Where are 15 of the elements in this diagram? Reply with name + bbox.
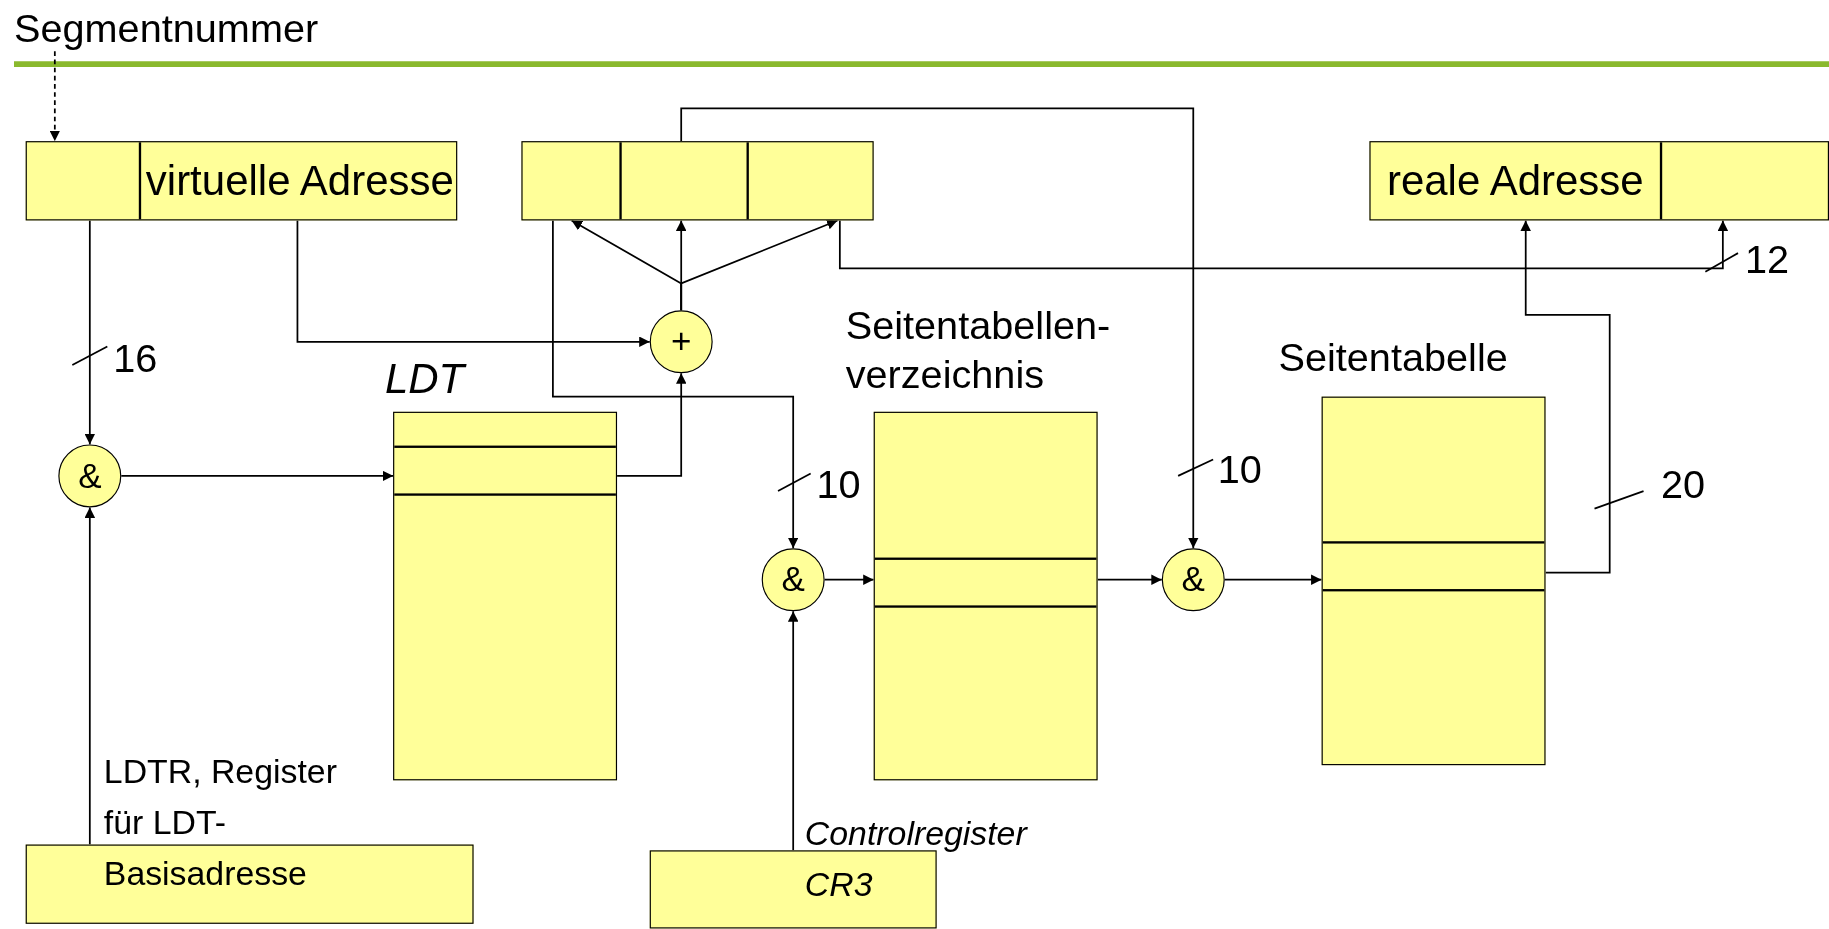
- register-box: [25, 141, 458, 221]
- register-label: reale Adresse: [1386, 155, 1644, 207]
- register-label: Controlregister CR3: [804, 813, 1029, 905]
- register-box: [1369, 141, 1829, 221]
- register-label: LDTR, Register für LDT- Basisadresse: [103, 751, 338, 895]
- table-heading: Seitentabellen- verzeichnis: [845, 302, 1112, 399]
- and-gate-circle: &: [761, 548, 825, 612]
- and-gate-circle: &: [1161, 548, 1225, 612]
- register-box: [521, 141, 874, 221]
- and-gate-circle: &: [58, 444, 122, 508]
- register-label: virtuelle Adresse: [145, 155, 454, 207]
- adder-circle: +: [649, 310, 713, 374]
- table-heading: Seitentabelle: [1278, 333, 1508, 382]
- table-heading: LDT: [384, 354, 465, 404]
- heading-text: Segmentnummer: [14, 4, 385, 52]
